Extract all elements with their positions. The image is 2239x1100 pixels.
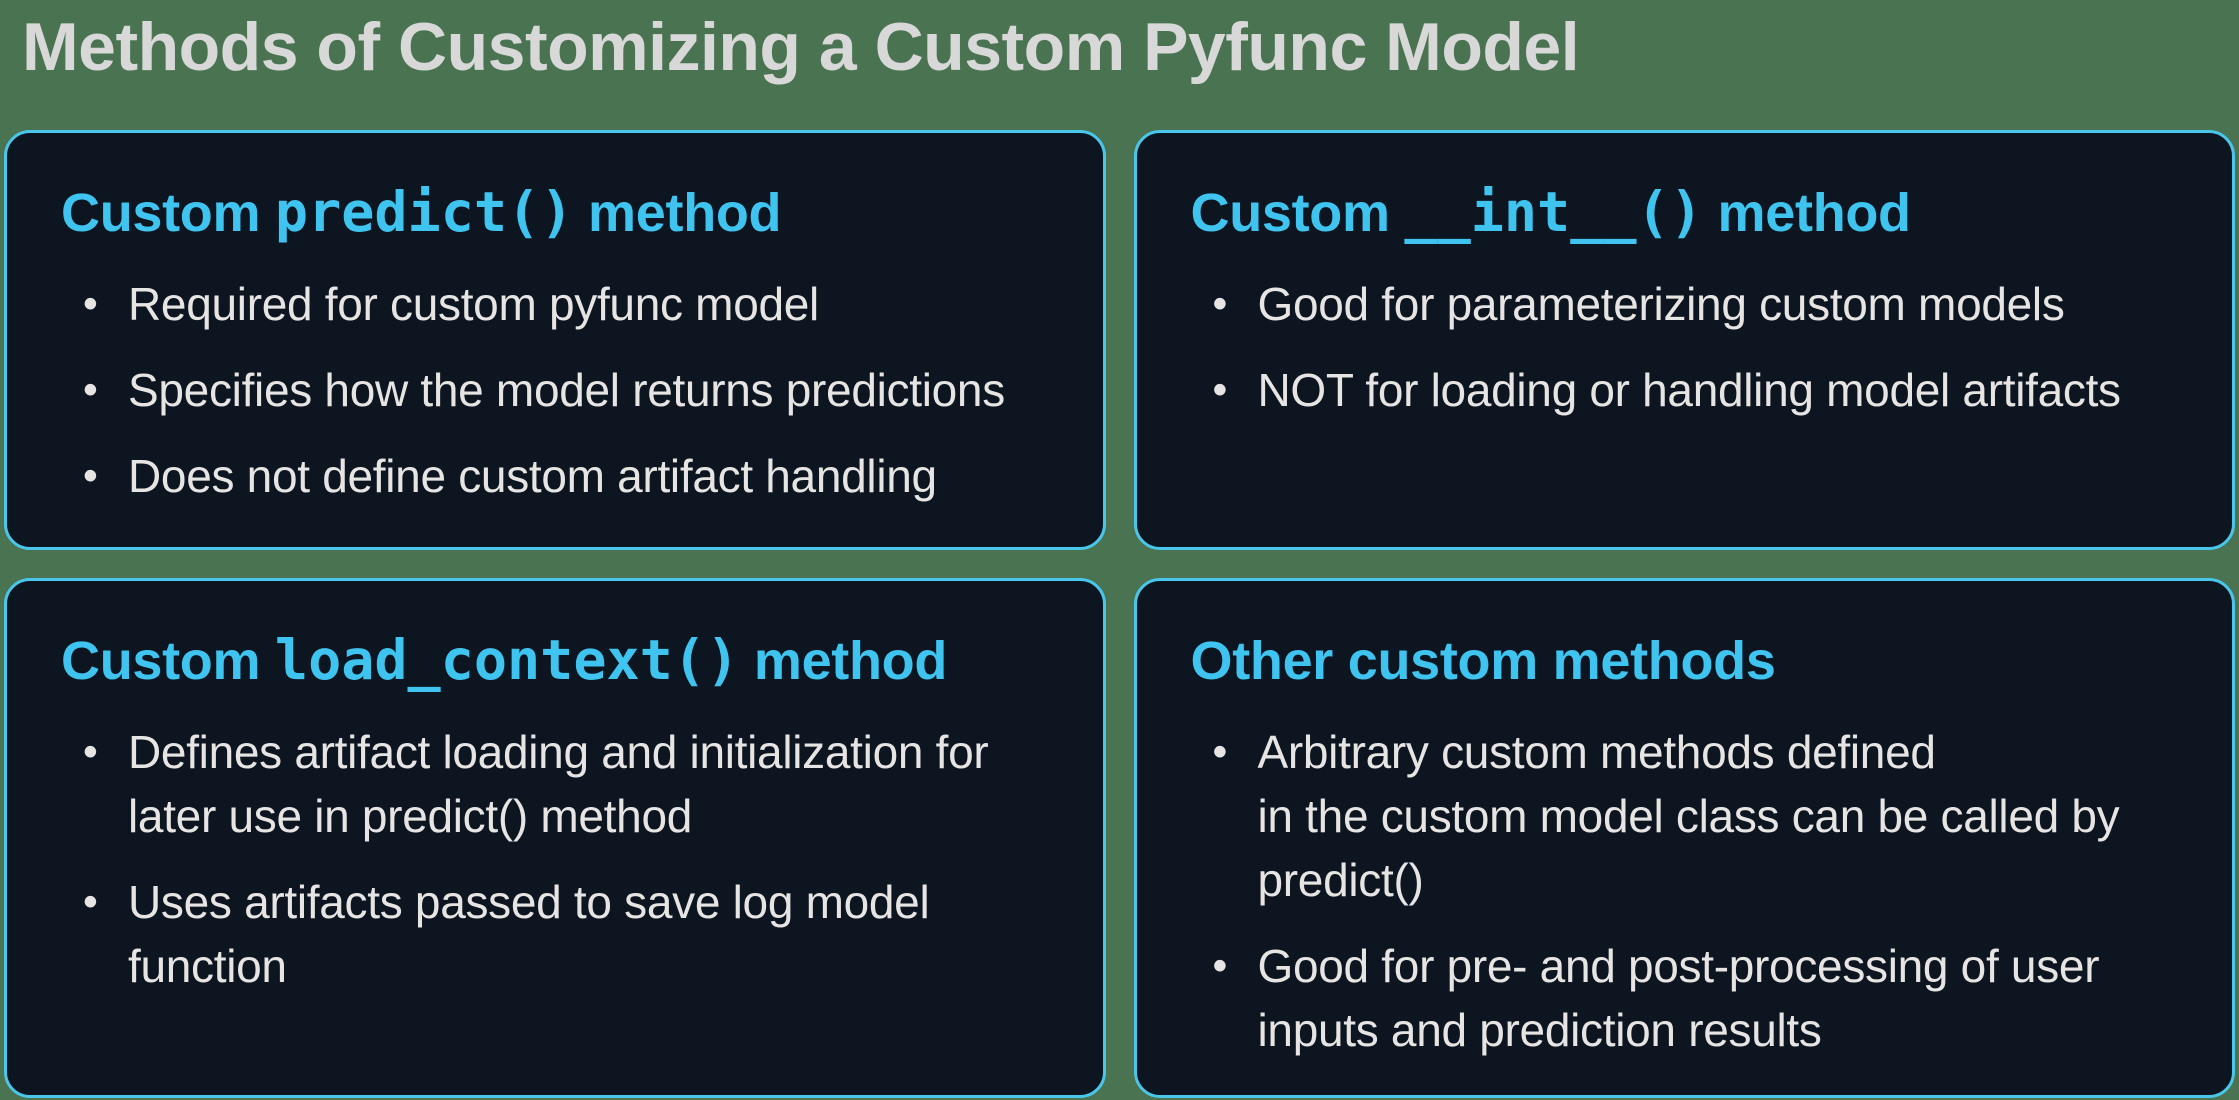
list-item: • Good for pre- and post-processing of u… (1213, 934, 2189, 1062)
bullet-text: Good for parameterizing custom models (1257, 278, 2065, 330)
card-title: Custom predict() method (61, 181, 1059, 244)
card-title-code: predict() (274, 180, 574, 244)
bullet-text: Arbitrary custom methods defined in the … (1257, 726, 2120, 906)
cards-grid: Custom predict() method • Required for c… (4, 130, 2235, 1098)
card-title-text: method (573, 183, 782, 243)
bullet-text: Does not define custom artifact handling (128, 450, 937, 502)
bullet-marker-icon: • (1212, 366, 1228, 413)
card-title-code: load_context() (274, 628, 740, 692)
bullet-text: NOT for loading or handling model artifa… (1257, 364, 2122, 416)
card-custom-load-context-method: Custom load_context() method • Defines a… (4, 578, 1106, 1098)
bullet-marker-icon: • (83, 366, 98, 413)
bullet-list: • Required for custom pyfunc model • Spe… (61, 272, 1059, 508)
list-item: • Required for custom pyfunc model (83, 272, 1059, 336)
card-title-text: Custom (61, 631, 275, 691)
bullet-marker-icon: • (83, 728, 98, 775)
list-item: • Uses artifacts passed to save log mode… (83, 870, 1059, 998)
card-title: Other custom methods (1191, 629, 2189, 692)
bullet-list: • Defines artifact loading and initializ… (61, 720, 1059, 998)
card-title-code: __int__() (1404, 180, 1703, 244)
bullet-marker-icon: • (83, 452, 98, 499)
list-item: • Defines artifact loading and initializ… (83, 720, 1059, 848)
bullet-marker-icon: • (1212, 728, 1228, 775)
bullet-list: • Arbitrary custom methods defined in th… (1191, 720, 2189, 1062)
card-title: Custom load_context() method (61, 629, 1059, 692)
bullet-marker-icon: • (83, 280, 98, 327)
card-title-text: Other custom methods (1190, 631, 1776, 691)
card-title-text: Custom (1190, 183, 1405, 243)
list-item: • NOT for loading or handling model arti… (1213, 358, 2189, 422)
list-item: • Good for parameterizing custom models (1213, 272, 2189, 336)
list-item: • Specifies how the model returns predic… (83, 358, 1059, 422)
card-custom-init-method: Custom __int__() method • Good for param… (1133, 130, 2235, 550)
bullet-marker-icon: • (1212, 280, 1228, 327)
card-title: Custom __int__() method (1191, 181, 2189, 244)
card-title-text: method (1702, 183, 1912, 243)
bullet-marker-icon: • (83, 878, 98, 925)
bullet-list: • Good for parameterizing custom models … (1191, 272, 2189, 422)
bullet-text: Uses artifacts passed to save log model … (128, 876, 930, 992)
card-other-custom-methods: Other custom methods • Arbitrary custom … (1133, 578, 2235, 1098)
bullet-text: Good for pre- and post-processing of use… (1257, 940, 2100, 1056)
card-custom-predict-method: Custom predict() method • Required for c… (4, 130, 1106, 550)
card-title-text: method (739, 631, 948, 691)
list-item: • Does not define custom artifact handli… (83, 444, 1059, 508)
bullet-text: Defines artifact loading and initializat… (128, 726, 989, 842)
list-item: • Arbitrary custom methods defined in th… (1213, 720, 2189, 912)
bullet-text: Required for custom pyfunc model (128, 278, 819, 330)
page-title: Methods of Customizing a Custom Pyfunc M… (22, 9, 1580, 85)
card-title-text: Custom (61, 183, 275, 243)
bullet-text: Specifies how the model returns predicti… (128, 364, 1005, 416)
bullet-marker-icon: • (1212, 942, 1228, 989)
